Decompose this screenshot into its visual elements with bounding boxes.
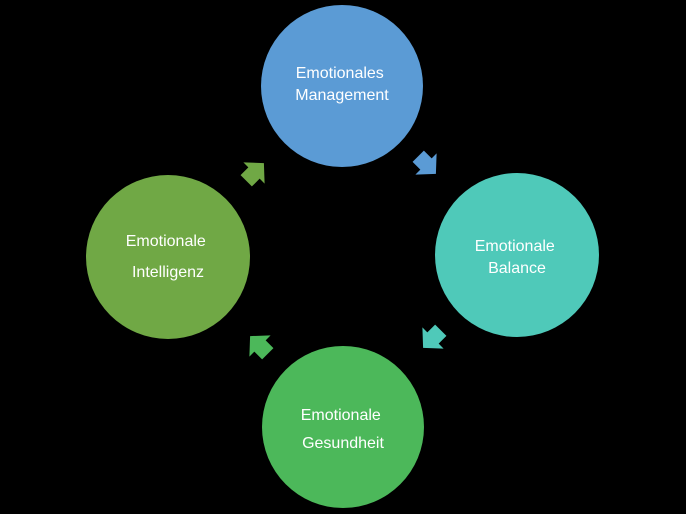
node-intelligenz-label-line-2: Intelligenz xyxy=(132,264,204,281)
node-management-label-line-1: Emotionales xyxy=(296,65,384,82)
svg-text:Emotionale Intelligenz: Emotionale Intelligenz xyxy=(126,233,211,281)
svg-text:Emotionale Gesundheit: Emotionale Gesundheit xyxy=(301,407,386,452)
node-intelligenz: Emotionale Intelligenz xyxy=(86,175,250,339)
node-management-label-line-2: Management xyxy=(295,87,389,104)
node-balance-label-line-1: Emotionale xyxy=(475,238,555,255)
node-gesundheit: Emotionale Gesundheit xyxy=(262,346,424,508)
node-gesundheit-circle xyxy=(262,346,424,508)
node-balance-label-line-2: Balance xyxy=(488,260,546,277)
node-intelligenz-circle xyxy=(86,175,250,339)
svg-text:Emotionales Management: Emotionales Management xyxy=(295,65,389,104)
arrow-gesundheit-to-intelligenz xyxy=(249,335,274,360)
arrow-management-to-balance xyxy=(412,150,437,175)
node-management-circle xyxy=(261,5,423,167)
arrow-balance-to-gesundheit xyxy=(422,324,447,349)
node-gesundheit-label-line-1: Emotionale xyxy=(301,407,381,424)
node-balance: Emotionale Balance xyxy=(435,173,599,337)
node-balance-circle xyxy=(435,173,599,337)
node-gesundheit-label-line-2: Gesundheit xyxy=(302,435,384,452)
node-management: Emotionales Management xyxy=(261,5,423,167)
svg-text:Emotionale Balance: Emotionale Balance xyxy=(475,238,560,277)
node-intelligenz-label-line-1: Emotionale xyxy=(126,233,206,250)
arrow-intelligenz-to-management xyxy=(240,162,265,187)
